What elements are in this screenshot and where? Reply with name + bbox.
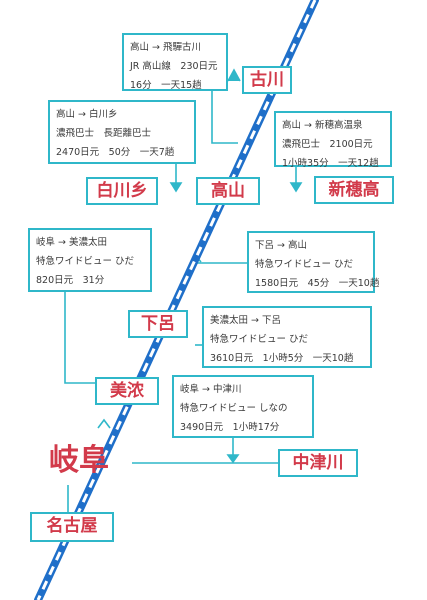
route-box-takayama-shirakawago: 高山 → 白川乡 濃飛巴士 長距離巴士 2470日元 50分 一天7趟 xyxy=(48,100,196,164)
route-box-gero-takayama: 下呂 → 高山 特急ワイドビュー ひだ 1580日元 45分 一天10趟 xyxy=(247,231,380,293)
route-time: 2470日元 50分 一天7趟 xyxy=(56,147,175,158)
route-line: 特急ワイドビュー ひだ xyxy=(255,259,354,270)
arrow-nakatsugawa xyxy=(226,454,240,464)
station-furukawa: 古川 xyxy=(242,66,292,94)
route-title: 下呂 → 高山 xyxy=(255,240,307,251)
route-title: 岐阜 → 美濃太田 xyxy=(36,237,107,248)
route-time: 820日元 31分 xyxy=(36,275,105,286)
route-line: 特急ワイドビュー しなの xyxy=(180,403,288,414)
arrow-shirakawago xyxy=(169,182,183,193)
route-time: 3610日元 1小時5分 一天10趟 xyxy=(210,353,354,364)
arrow-gifu-up xyxy=(97,418,111,429)
route-line: 濃飛巴士 2100日元 xyxy=(282,139,373,150)
station-minokamo: 美浓 xyxy=(95,377,159,405)
route-line: JR 高山線 230日元 xyxy=(130,61,218,72)
route-title: 高山 → 飛驒古川 xyxy=(130,42,201,53)
route-time: 1小時35分 一天12趟 xyxy=(282,158,379,169)
route-title: 高山 → 新穗高温泉 xyxy=(282,120,363,131)
route-time: 3490日元 1小時17分 xyxy=(180,422,280,433)
connector-gifu-minokamo xyxy=(64,290,97,384)
route-line: 特急ワイドビュー ひだ xyxy=(210,334,309,345)
route-box-minokamo-gero: 美濃太田 → 下呂 特急ワイドビュー ひだ 3610日元 1小時5分 一天10趟 xyxy=(202,306,372,368)
route-title: 高山 → 白川乡 xyxy=(56,109,118,120)
route-box-gifu-minokamo: 岐阜 → 美濃太田 特急ワイドビュー ひだ 820日元 31分 xyxy=(28,228,152,292)
route-line: 濃飛巴士 長距離巴士 xyxy=(56,128,152,139)
arrow-furukawa xyxy=(227,68,241,82)
route-box-gifu-nakatsugawa: 岐阜 → 中津川 特急ワイドビュー しなの 3490日元 1小時17分 xyxy=(172,375,314,438)
arrow-shinhotaka xyxy=(289,182,303,193)
station-gifu: 岐阜 xyxy=(49,443,109,478)
route-title: 美濃太田 → 下呂 xyxy=(210,315,281,326)
station-takayama: 高山 xyxy=(196,177,260,205)
station-nagoya: 名古屋 xyxy=(30,512,114,542)
station-shirakawago: 白川乡 xyxy=(86,177,158,205)
connector-takayama-furukawa xyxy=(211,79,238,144)
route-time: 1580日元 45分 一天10趟 xyxy=(255,278,380,289)
station-shinhotaka: 新穗高 xyxy=(314,176,394,204)
station-gero: 下呂 xyxy=(128,310,188,338)
route-title: 岐阜 → 中津川 xyxy=(180,384,242,395)
route-time: 16分 一天15趟 xyxy=(130,80,202,91)
route-line: 特急ワイドビュー ひだ xyxy=(36,256,135,267)
route-box-takayama-shinhotaka: 高山 → 新穗高温泉 濃飛巴士 2100日元 1小時35分 一天12趟 xyxy=(274,111,392,169)
station-nakatsugawa: 中津川 xyxy=(278,449,358,477)
railway-line xyxy=(34,0,319,600)
route-box-takayama-furukawa: 高山 → 飛驒古川 JR 高山線 230日元 16分 一天15趟 xyxy=(122,33,228,91)
